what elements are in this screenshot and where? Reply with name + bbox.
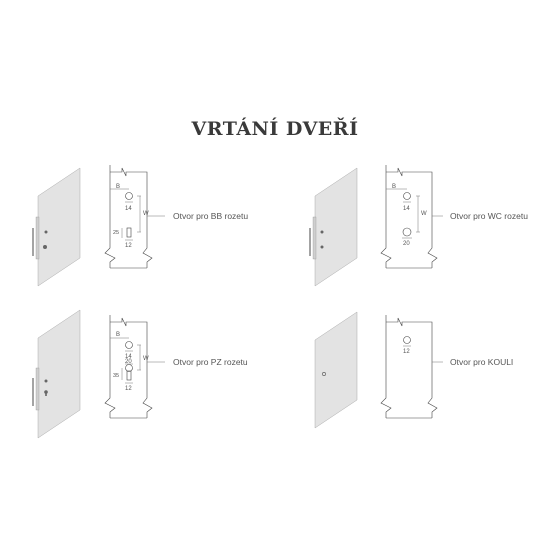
door-bb-icon xyxy=(32,167,81,287)
bb-label: Otvor pro BB rozetu xyxy=(173,211,248,221)
panel-knob: 12 Otvor pro KOULI xyxy=(314,311,513,429)
door-knob-icon xyxy=(314,311,358,429)
section-knob xyxy=(380,315,443,419)
pz-dim-side: 35 xyxy=(113,373,119,379)
wc-dim-top: 14 xyxy=(403,206,410,212)
bb-dim-top: 14 xyxy=(125,206,132,212)
pz-dim-top: 14 xyxy=(125,354,132,360)
section-pz xyxy=(104,315,165,419)
pz-dim-mid: 20 xyxy=(125,359,132,365)
page-title: VRTÁNÍ DVEŘÍ xyxy=(191,118,359,140)
bb-dim-side: 25 xyxy=(113,230,119,236)
door-wc-icon xyxy=(309,167,358,287)
pz-dim-bottom: 12 xyxy=(125,386,132,392)
pz-dim-w: W xyxy=(143,356,149,362)
wc-label: Otvor pro WC rozetu xyxy=(450,211,528,221)
knob-dim-bottom: 12 xyxy=(403,349,410,355)
panel-wc: B 14 W 20 Otvor pro WC rozetu xyxy=(309,165,528,287)
door-pz-icon xyxy=(32,309,81,439)
wc-dim-bottom: 20 xyxy=(403,241,410,247)
panel-bb: B 14 W 25 12 Otvor pro BB rozetu xyxy=(32,165,248,287)
pz-dim-b: B xyxy=(116,332,120,338)
wc-dim-b: B xyxy=(392,184,396,190)
panel-pz: B 14 20 W 35 12 Otvor pro PZ rozetu xyxy=(32,309,248,439)
knob-label: Otvor pro KOULI xyxy=(450,357,513,367)
bb-dim-bottom: 12 xyxy=(125,243,132,249)
bb-dim-b: B xyxy=(116,184,120,190)
section-wc xyxy=(380,165,443,269)
wc-dim-w: W xyxy=(421,211,427,217)
section-bb xyxy=(104,165,165,269)
pz-label: Otvor pro PZ rozetu xyxy=(173,357,248,367)
bb-dim-w: W xyxy=(143,211,149,217)
